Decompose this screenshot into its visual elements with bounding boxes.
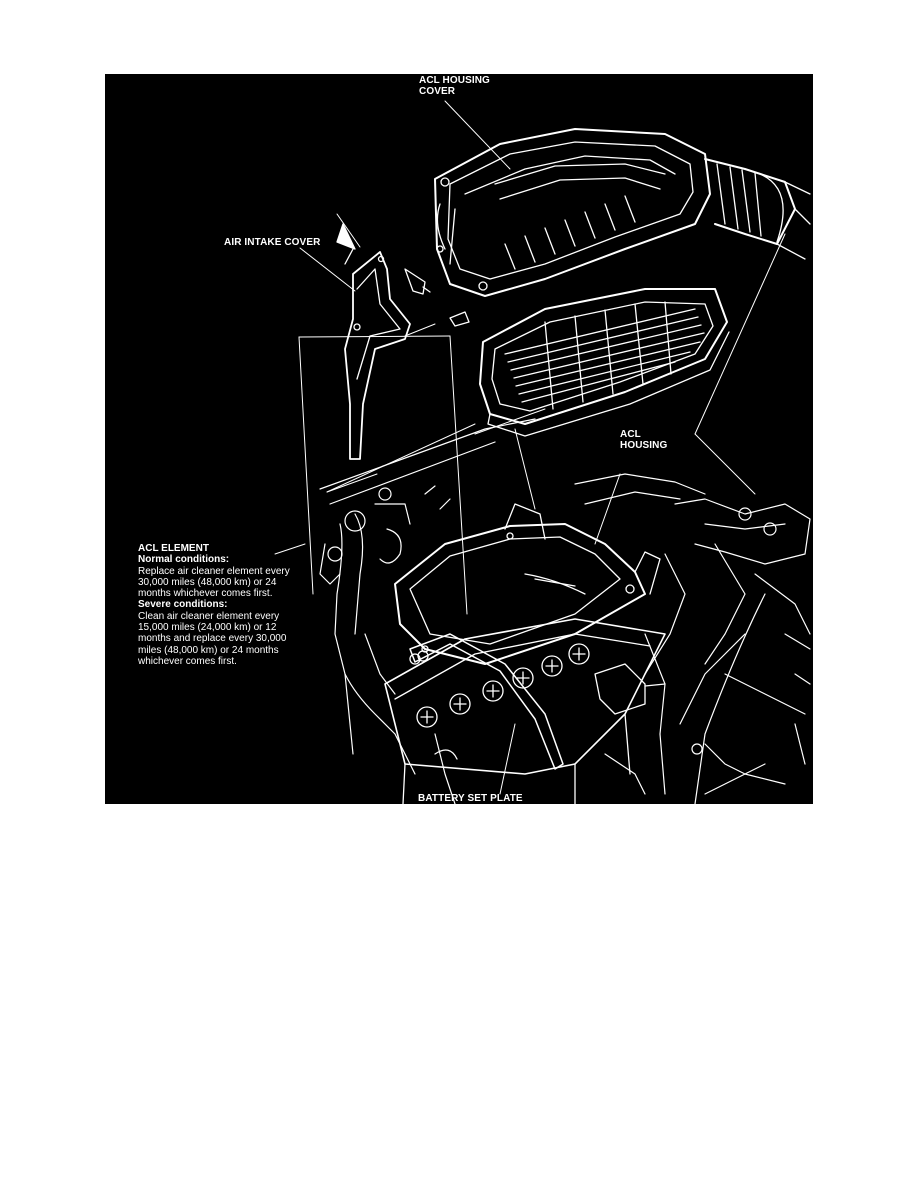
note-normal-heading: Normal conditions:	[138, 554, 230, 566]
acl-housing-cover	[434, 128, 811, 297]
label-acl-housing: ACL HOUSING	[620, 429, 668, 451]
engine-bay-structure	[319, 418, 811, 804]
leader-lines	[274, 100, 786, 795]
battery	[384, 618, 666, 804]
label-acl-housing-cover: ACL HOUSING COVER	[419, 75, 490, 97]
note-severe-heading: Severe conditions:	[138, 599, 228, 611]
diagram-linework	[274, 100, 811, 804]
note-normal-text: Replace air cleaner element every 30,000…	[138, 565, 290, 600]
acl-element-note: ACL ELEMENT Normal conditions: Replace a…	[138, 543, 338, 667]
label-air-intake-cover: AIR INTAKE COVER	[224, 237, 321, 248]
note-severe-text: Clean air cleaner element every 15,000 m…	[138, 610, 287, 667]
air-cleaner-element	[479, 288, 730, 437]
engine-bay-diagram: ACL HOUSING COVER AIR INTAKE COVER ACL H…	[105, 74, 813, 804]
note-title: ACL ELEMENT	[138, 543, 209, 554]
battery-set-plate	[409, 633, 564, 770]
label-battery-set-plate: BATTERY SET PLATE	[418, 793, 523, 804]
air-intake-cover	[336, 223, 470, 460]
